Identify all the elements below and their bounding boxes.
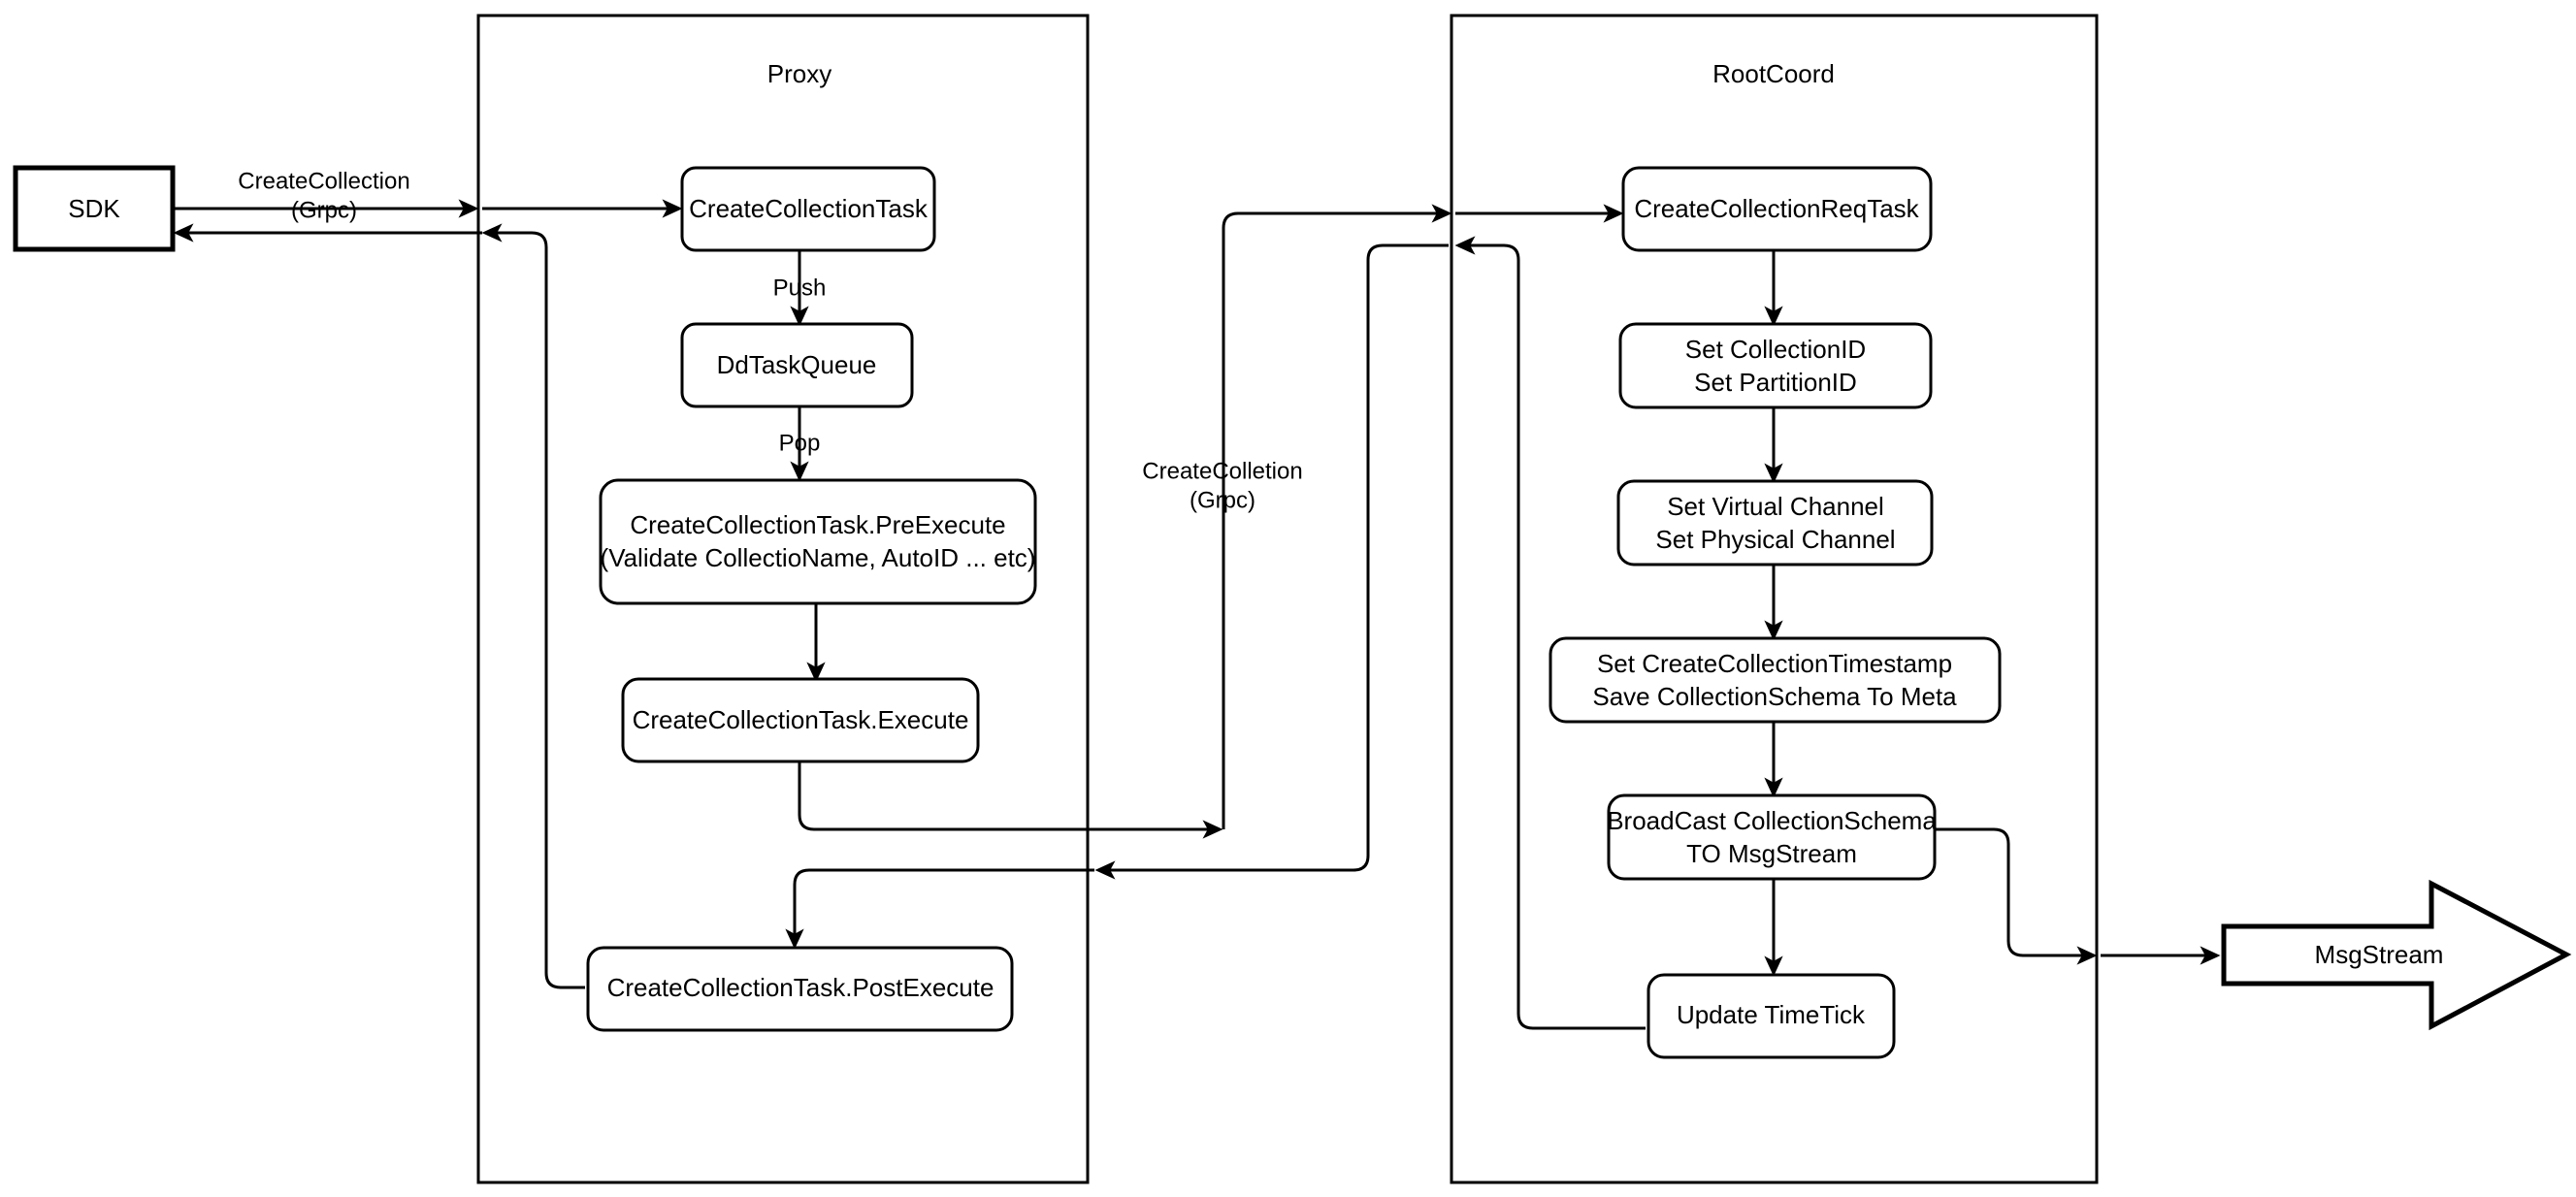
node-broadcast[interactable]: BroadCast CollectionSchema TO MsgStream bbox=[1607, 793, 1937, 881]
edge-grpc-request-riser bbox=[1222, 204, 1452, 829]
edge-rootcoord-response-to-post-execute bbox=[785, 868, 1094, 950]
node-set-channels-label-line2: Set Physical Channel bbox=[1655, 525, 1895, 554]
edge-label-create-colletion-grpc-line2: (Grpc) bbox=[1190, 487, 1255, 513]
edge-label-create-collection-grpc-line1: CreateCollection bbox=[238, 168, 409, 194]
edge-label-proxy-to-rootcoord: CreateColletion (Grpc) bbox=[1142, 458, 1302, 513]
node-save-meta-label-line2: Save CollectionSchema To Meta bbox=[1592, 682, 1957, 711]
node-create-collection-task[interactable]: CreateCollectionTask bbox=[680, 166, 936, 252]
edge-post-execute-to-sdk-return bbox=[481, 223, 585, 989]
node-update-timetick-label: Update TimeTick bbox=[1677, 1000, 1866, 1029]
edge-label-pop: Pop bbox=[779, 430, 821, 456]
node-pre-execute[interactable]: CreateCollectionTask.PreExecute (Validat… bbox=[599, 478, 1037, 605]
edge-broadcast-to-rootcoord-exit bbox=[1935, 827, 2098, 965]
edge-label-create-colletion-grpc-line1: CreateColletion bbox=[1142, 458, 1302, 484]
node-create-collection-task-label: CreateCollectionTask bbox=[689, 194, 929, 223]
edge-label-create-collection-grpc-line2: (Grpc) bbox=[291, 197, 357, 223]
node-set-ids-label-line2: Set PartitionID bbox=[1694, 368, 1857, 397]
node-sdk[interactable]: SDK bbox=[13, 165, 176, 252]
node-execute[interactable]: CreateCollectionTask.Execute bbox=[621, 677, 980, 763]
node-dd-task-queue[interactable]: DdTaskQueue bbox=[680, 322, 914, 408]
node-create-collection-req-task-label: CreateCollectionReqTask bbox=[1634, 194, 1919, 223]
node-set-channels[interactable]: Set Virtual Channel Set Physical Channel bbox=[1616, 479, 1934, 566]
container-proxy-title: Proxy bbox=[767, 59, 831, 88]
node-dd-task-queue-label: DdTaskQueue bbox=[717, 350, 877, 379]
node-save-meta[interactable]: Set CreateCollectionTimestamp Save Colle… bbox=[1549, 636, 2002, 724]
node-msgstream-label: MsgStream bbox=[2315, 940, 2444, 969]
edge-label-sdk-to-proxy: CreateCollection (Grpc) bbox=[238, 168, 409, 223]
node-execute-label: CreateCollectionTask.Execute bbox=[633, 705, 969, 734]
node-update-timetick[interactable]: Update TimeTick bbox=[1647, 973, 1896, 1059]
edge-label-push: Push bbox=[773, 275, 827, 301]
node-post-execute-label: CreateCollectionTask.PostExecute bbox=[607, 973, 995, 1002]
node-set-ids[interactable]: Set CollectionID Set PartitionID bbox=[1618, 322, 1933, 409]
node-broadcast-label-line1: BroadCast CollectionSchema bbox=[1607, 806, 1937, 835]
node-set-ids-label-line1: Set CollectionID bbox=[1685, 335, 1866, 364]
node-set-channels-label-line1: Set Virtual Channel bbox=[1667, 492, 1884, 521]
node-pre-execute-label-line1: CreateCollectionTask.PreExecute bbox=[630, 510, 1005, 539]
edge-execute-to-rootcoord-request bbox=[798, 761, 1223, 839]
node-broadcast-label-line2: TO MsgStream bbox=[1686, 839, 1857, 868]
edge-grpc-response-descender bbox=[1094, 243, 1449, 880]
node-post-execute[interactable]: CreateCollectionTask.PostExecute bbox=[586, 946, 1014, 1032]
node-msgstream[interactable]: MsgStream bbox=[2221, 879, 2572, 1031]
node-save-meta-label-line1: Set CreateCollectionTimestamp bbox=[1597, 649, 1952, 678]
edge-timetick-to-rootcoord-exit bbox=[1454, 236, 1646, 1030]
container-rootcoord-title: RootCoord bbox=[1712, 59, 1835, 88]
node-pre-execute-label-line2: (Validate CollectioName, AutoID ... etc) bbox=[601, 543, 1036, 572]
node-create-collection-req-task[interactable]: CreateCollectionReqTask bbox=[1621, 166, 1933, 252]
node-sdk-label: SDK bbox=[68, 194, 120, 223]
